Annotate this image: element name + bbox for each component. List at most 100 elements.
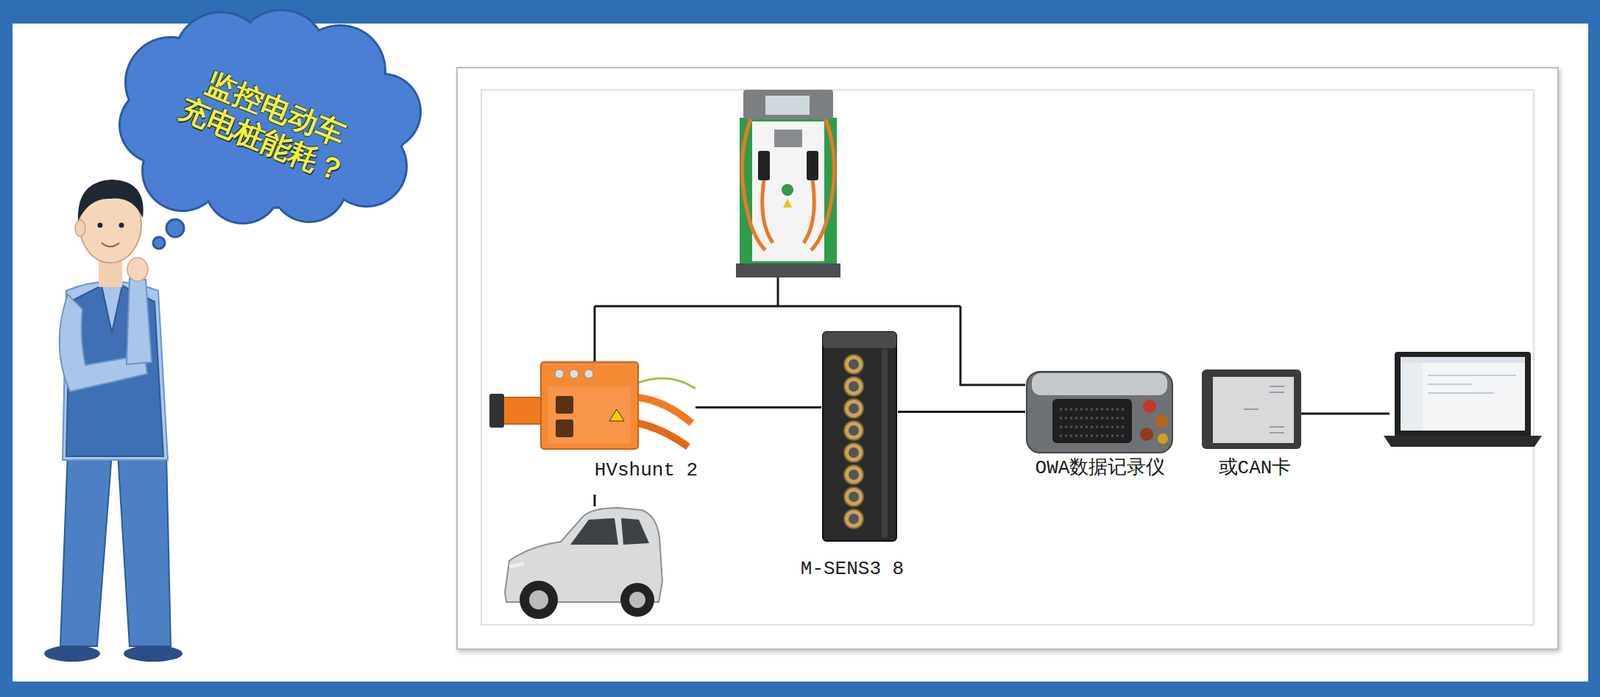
msens-module-part-part — [844, 354, 864, 374]
msens-module-part — [822, 331, 897, 349]
msens-module-part-part — [848, 469, 859, 480]
charging-pile-part — [783, 198, 792, 208]
connector-line — [897, 410, 1026, 413]
hvshunt-device-part — [555, 419, 574, 438]
man-figure-part — [97, 222, 104, 229]
charging-pile-part — [781, 183, 794, 196]
msens-module-part-part — [844, 443, 864, 463]
laptop-part — [1400, 356, 1525, 363]
laptop-part — [1383, 435, 1542, 447]
charging-pile-part — [752, 121, 825, 262]
thought-cloud-shape-part — [153, 236, 165, 249]
device-label: HVshunt 2 — [594, 458, 698, 484]
device-label: 或CAN卡 — [1218, 456, 1292, 482]
frame-part — [12, 23, 1589, 682]
diagram-panel-part — [481, 89, 1534, 625]
device-box: 或CAN卡 — [1201, 369, 1302, 449]
man-figure-part — [75, 220, 86, 237]
man-figure-part — [101, 242, 120, 247]
hvshunt-device-part — [555, 395, 574, 414]
hvshunt-device — [489, 362, 696, 449]
hvshunt-device-part — [569, 369, 579, 379]
man-figure-part — [60, 452, 112, 647]
car-part — [529, 590, 549, 610]
thought-cloud-shape — [118, 8, 422, 249]
connector-line — [695, 406, 822, 409]
wires-part — [594, 277, 1390, 507]
msens-module-part-part — [848, 359, 859, 370]
msens-module-part-part — [844, 398, 864, 419]
msens-module-part-part — [848, 425, 859, 436]
thought-cloud-shape-part — [118, 8, 422, 225]
can-card-part — [1201, 369, 1302, 449]
msens-module-part — [848, 359, 859, 525]
msens-module-part — [844, 354, 864, 529]
msens-module-part — [822, 331, 897, 541]
thought-cloud-shape-part — [166, 219, 184, 237]
msens-module-part-part — [848, 513, 859, 525]
charging-pile-part — [739, 117, 837, 265]
msens-module-part-part — [848, 491, 859, 502]
owa-logger-part — [1052, 398, 1132, 444]
diagram-panel — [457, 67, 1559, 650]
msens-module-part — [881, 348, 888, 538]
owa-logger-part — [1031, 373, 1168, 396]
thought-cloud: 监控电动车 充电桩能耗？ — [120, 35, 419, 214]
charging-pile-part — [765, 95, 810, 115]
charging-pile-part — [735, 263, 841, 278]
owa-logger-part — [1154, 414, 1168, 428]
car-part — [570, 518, 619, 545]
man-figure — [44, 179, 183, 662]
diagram-panel-part — [457, 67, 1559, 650]
msens-module-part-part — [848, 381, 859, 392]
owa-logger-part — [1026, 371, 1173, 453]
car-part — [629, 591, 646, 608]
owa-logger — [1026, 371, 1173, 453]
msens-module-part-part — [844, 465, 864, 485]
car-part — [509, 563, 525, 567]
car — [504, 507, 663, 619]
owa-logger-part — [1140, 427, 1154, 441]
man-figure-part — [126, 278, 152, 365]
man-figure-part — [78, 179, 144, 221]
hvshunt-device-part — [548, 386, 631, 444]
wires — [594, 277, 1390, 507]
laptop-part — [1394, 351, 1531, 438]
msens-module-part-part — [844, 420, 864, 441]
hvshunt-device-part — [500, 397, 544, 424]
owa-logger-part — [1059, 409, 1125, 436]
man-figure-part — [123, 645, 183, 662]
device-box: HVshunt 2 — [489, 362, 696, 453]
msens-module-part-part — [848, 403, 859, 414]
charging-pile-part — [774, 129, 803, 148]
device-box: M-SENS3 8 — [821, 331, 898, 541]
hvshunt-device-part — [609, 409, 625, 421]
hvshunt-device-part — [638, 397, 692, 424]
thought-text: 监控电动车 充电桩能耗？ — [171, 58, 368, 191]
msens-module-part-part — [844, 376, 864, 396]
thought-cloud-shape-part — [120, 11, 420, 223]
laptop-part — [1400, 362, 1423, 431]
hvshunt-device-part — [584, 369, 594, 379]
car-part — [620, 582, 655, 617]
man-figure-part — [119, 222, 125, 229]
charging-pile-part — [743, 89, 834, 120]
msens-module — [822, 331, 897, 541]
can-card — [1201, 369, 1302, 449]
charging-pile — [735, 89, 841, 278]
hvshunt-device-part — [638, 423, 689, 447]
can-card-part — [1212, 376, 1294, 444]
hvshunt-device-part — [638, 378, 696, 389]
man-figure-part — [117, 452, 171, 647]
device-label: OWA数据记录仪 — [1035, 456, 1166, 482]
owa-logger-part — [1157, 433, 1168, 444]
msens-module-part-part — [844, 509, 864, 529]
laptop — [1383, 351, 1542, 447]
hvshunt-device-part — [540, 362, 639, 449]
owa-logger-part — [1142, 399, 1157, 413]
laptop-part — [1427, 375, 1517, 394]
device-label: M-SENS3 8 — [800, 557, 904, 583]
can-card-part — [1243, 386, 1285, 433]
